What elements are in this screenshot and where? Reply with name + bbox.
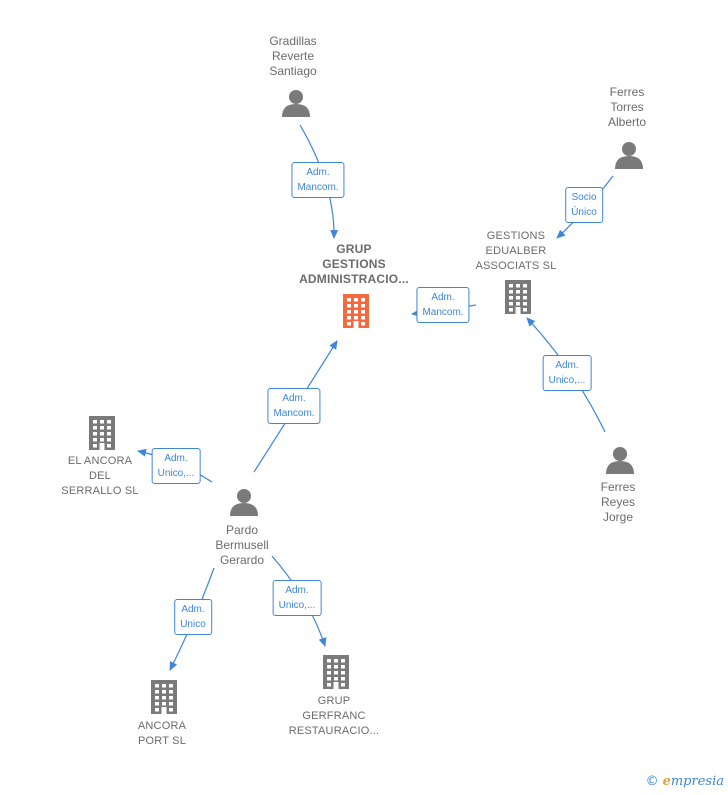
edge-role-label[interactable]: Adm. Mancom. [291, 162, 345, 198]
edge-role-label[interactable]: Adm. Unico,... [272, 580, 322, 616]
node-label-el_ancora[interactable]: EL ANCORA DEL SERRALLO SL [61, 455, 139, 497]
empresia-logo[interactable]: ©empresia [646, 774, 724, 789]
brand-name: mpresia [670, 774, 724, 789]
node-label-pardo[interactable]: Pardo Bermusell Gerardo [215, 523, 269, 567]
node-label-ferres_jorge[interactable]: Ferres Reyes Jorge [600, 480, 636, 524]
person-icon-pardo[interactable] [230, 489, 258, 516]
node-label-ferres_alberto[interactable]: Ferres Torres Alberto [607, 85, 647, 129]
building-icon-el_ancora[interactable] [89, 416, 115, 450]
node-label-ancora_port[interactable]: ANCORA PORT SL [137, 720, 187, 747]
edge-role-label[interactable]: Adm. Unico,... [151, 448, 201, 484]
building-icon-ancora_port[interactable] [151, 680, 177, 714]
person-icon-ferres_jorge[interactable] [606, 447, 634, 474]
building-icon-grup_gestions[interactable] [343, 294, 369, 328]
node-label-grup_gerfranc[interactable]: GRUP GERFRANC RESTAURACIO... [288, 695, 380, 737]
node-label-gradillas[interactable]: Gradillas Reverte Santiago [269, 34, 317, 78]
person-icon-ferres_alberto[interactable] [615, 142, 643, 169]
building-icon-gestions_edualber[interactable] [505, 280, 531, 314]
edge-role-label[interactable]: Adm. Unico [174, 599, 212, 635]
copyright-symbol: © [645, 774, 659, 789]
edge-role-label[interactable]: Socio Único [565, 187, 603, 223]
edge-role-label[interactable]: Adm. Mancom. [416, 287, 470, 323]
node-label-grup_gestions[interactable]: GRUP GESTIONS ADMINISTRACIO... [299, 242, 409, 286]
person-icon-gradillas[interactable] [282, 90, 310, 117]
brand-initial: e [662, 774, 671, 789]
node-label-gestions_edualber[interactable]: GESTIONS EDUALBER ASSOCIATS SL [475, 230, 557, 272]
edge-role-label[interactable]: Adm. Unico,... [542, 355, 592, 391]
edge-role-label[interactable]: Adm. Mancom. [267, 388, 321, 424]
building-icon-grup_gerfranc[interactable] [323, 655, 349, 689]
